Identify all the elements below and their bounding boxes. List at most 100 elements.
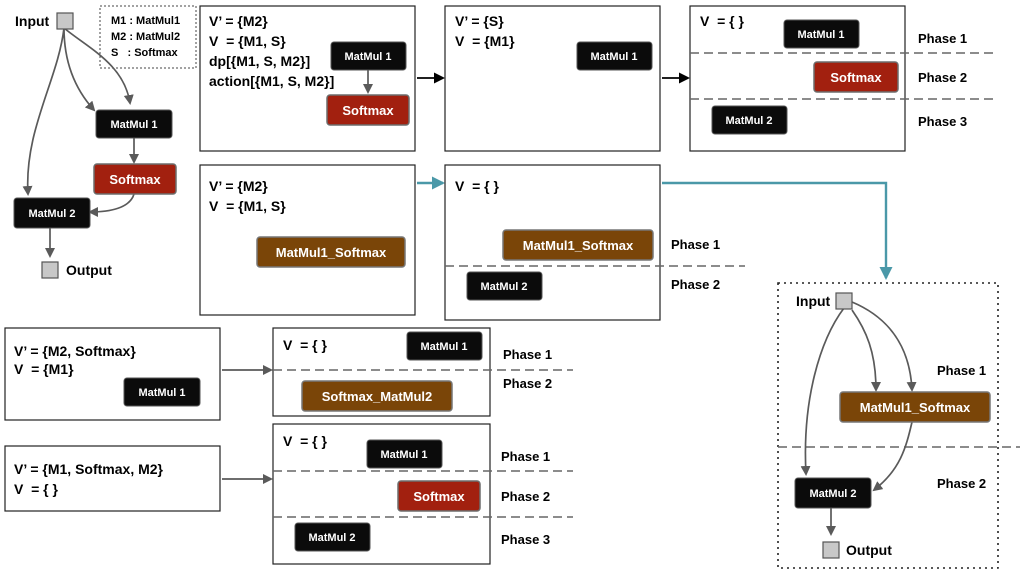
alt1-right-box: V = { } MatMul1_Softmax MatMul 2 Phase 1… [444,164,745,321]
alt3-right-matmul2-node [294,522,371,552]
step3-phase3: Phase 3 [918,114,967,129]
result-fused-node [839,391,991,423]
alt1-left-vprime: V’ = {M2} [209,178,268,194]
alt1-right-fused-node [502,229,654,261]
alt3-right-matmul1-label: MatMul 1 [380,449,427,461]
step1-frame [199,5,416,152]
result-phase2: Phase 2 [937,476,986,491]
step1-v: V = {M1, S} [209,33,286,49]
step3-phase2: Phase 2 [918,70,967,85]
edge-input-matmul1-a [63,27,96,112]
graph-output-label: Output [66,262,112,278]
alt3-left-vprime: V’ = {M1, Softmax, M2} [14,461,164,477]
step1-softmax-label: Softmax [342,103,394,118]
result-output-label: Output [846,542,892,558]
step2-vprime: V’ = {S} [455,13,504,29]
step1-action: action[{M1, S, M2}] [209,73,334,89]
legend-s: S : Softmax [111,47,179,59]
alt1-right-phase2: Phase 2 [671,277,720,292]
graph-matmul1-node [95,109,173,139]
step2-box: V’ = {S} V = {M1} MatMul 1 [444,5,661,152]
step2-matmul1-label: MatMul 1 [590,51,637,63]
legend-m1: M1 : MatMul1 [111,15,180,27]
result-edge-input-fused-b [851,301,917,392]
alt1-right-v: V = { } [455,178,500,194]
alt1-right-phase1: Phase 1 [671,237,720,252]
result-output-node [822,541,840,559]
graph-input-node [56,12,74,30]
alt1-left-fused-node [256,236,406,268]
alt3-right-box: V = { } MatMul 1 Softmax MatMul 2 Phase … [272,423,573,565]
graph-softmax-label: Softmax [109,172,161,187]
graph-softmax-node [93,163,177,195]
result-fused-label: MatMul1_Softmax [860,400,971,415]
alt2-right-phase1: Phase 1 [503,347,552,362]
step1-box: V’ = {M2} V = {M1, S} dp[{M1, S, M2}] ac… [199,5,416,152]
alt2-left-matmul1-label: MatMul 1 [138,387,185,399]
alt3-right-matmul2-label: MatMul 2 [308,532,355,544]
step3-softmax-label: Softmax [830,70,882,85]
alt3-right-phase1: Phase 1 [501,449,550,464]
alt2-right-box: V = { } MatMul 1 Softmax_MatMul2 Phase 1… [272,327,573,417]
step3-matmul1-node [783,19,860,49]
graph-input-label: Input [15,13,50,29]
alt2-left-v: V = {M1} [14,361,74,377]
edge-input-matmul1-b [63,27,134,105]
graph-output-node [41,261,59,279]
result-matmul2-label: MatMul 2 [809,488,856,500]
alt2-right-matmul1-label: MatMul 1 [420,341,467,353]
legend-m2: M2 : MatMul2 [111,31,180,43]
original-graph: Input MatMul 1 Softmax MatMul 2 Output [13,12,177,279]
step3-matmul2-label: MatMul 2 [725,115,772,127]
step2-v: V = {M1} [455,33,515,49]
alt3-right-softmax-label: Softmax [413,489,465,504]
step3-v: V = { } [700,13,745,29]
step1-vprime: V’ = {M2} [209,13,268,29]
graph-matmul2-label: MatMul 2 [28,208,75,220]
edge-input-matmul2 [22,27,65,196]
result-frame [777,282,999,569]
alt3-left-frame [4,445,221,512]
alt2-right-v: V = { } [283,337,328,353]
alt3-right-phase2: Phase 2 [501,489,550,504]
alt1-right-fused-label: MatMul1_Softmax [523,238,634,253]
step3-phase1: Phase 1 [918,31,967,46]
alt2-left-box: V’ = {M2, Softmax} V = {M1} MatMul 1 [4,327,221,421]
step1-dp: dp[{M1, S, M2}] [209,53,310,69]
result-graph: Input MatMul1_Softmax MatMul 2 Output Ph… [777,282,1020,569]
graph-matmul1-label: MatMul 1 [110,119,157,131]
alt2-right-matmul1-node [406,331,483,361]
alt2-left-matmul1-node [123,377,201,407]
graph-matmul2-node [13,197,91,229]
step3-softmax-node [813,61,899,93]
step1-softmax-node [326,94,410,126]
alt2-right-fused-node [301,380,453,412]
edge-softmax-matmul2 [88,193,135,217]
alt3-left-box: V’ = {M1, Softmax, M2} V = { } [4,445,221,512]
arrow-to-result [662,181,893,280]
step1-matmul1-label: MatMul 1 [344,51,391,63]
alt3-left-v: V = { } [14,481,59,497]
step3-matmul2-node [711,105,788,135]
alt2-left-vprime: V’ = {M2, Softmax} [14,343,136,359]
alt1-left-fused-label: MatMul1_Softmax [276,245,387,260]
alt1-right-matmul2-label: MatMul 2 [480,281,527,293]
alt1-left-v: V = {M1, S} [209,198,286,214]
step2-frame [444,5,661,152]
alt3-right-phase3: Phase 3 [501,532,550,547]
legend: M1 : MatMul1 M2 : MatMul2 S : Softmax [99,5,197,69]
result-edge-input-fused-a [851,309,881,392]
alt3-right-matmul1-node [366,439,443,469]
alt2-right-fused-label: Softmax_MatMul2 [322,389,433,404]
result-edge-fused-matmul2 [872,421,913,492]
alt1-right-matmul2-node [466,271,543,301]
result-input-node [835,292,853,310]
result-phase1: Phase 1 [937,363,986,378]
result-input-label: Input [796,293,831,309]
result-matmul2-node [794,477,872,509]
step3-box: V = { } MatMul 1 Softmax MatMul 2 Phase … [689,5,995,152]
alt1-left-box: V’ = {M2} V = {M1, S} MatMul1_Softmax [199,164,416,316]
legend-frame [99,5,197,69]
step3-matmul1-label: MatMul 1 [797,29,844,41]
